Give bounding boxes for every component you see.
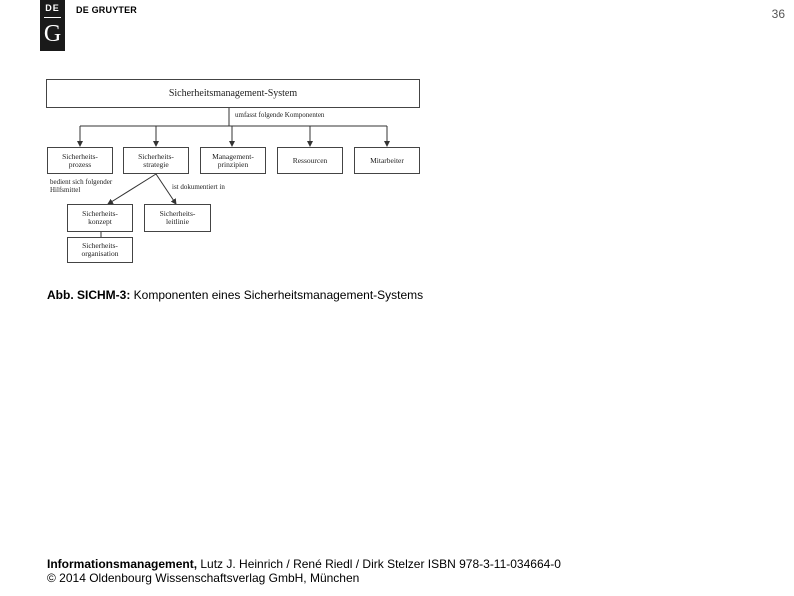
sub-box-konzept: Sicherheits-konzept (67, 204, 133, 232)
root-box: Sicherheitsmanagement-System (46, 79, 420, 108)
caption-label: Abb. SICHM-3: (47, 288, 131, 302)
component-box-4: Ressourcen (277, 147, 343, 174)
component-4-line-1: Ressourcen (292, 155, 328, 165)
footer-authors: Lutz J. Heinrich / René Riedl / Dirk Ste… (197, 557, 561, 571)
component-1-line-1: Sicherheits- (62, 151, 98, 161)
component-2-line-1: Sicherheits- (138, 151, 174, 161)
logo-bottom-text: G (43, 21, 62, 47)
logo-divider (44, 17, 61, 18)
root-label: Sicherheitsmanagement-System (168, 87, 298, 99)
component-box-1: Sicherheits-prozess (47, 147, 113, 174)
logo-top-text: DE (45, 3, 60, 13)
footer-title: Informationsmanagement, (47, 557, 198, 571)
component-box-5: Mitarbeiter (354, 147, 420, 174)
figure-caption: Abb. SICHM-3: Komponenten eines Sicherhe… (47, 288, 423, 302)
arrow-to-konzept (107, 173, 157, 205)
component-5-line-1: Mitarbeiter (370, 155, 404, 165)
publisher-name: DE GRUYTER (76, 5, 138, 15)
leitlinie-line-1: Sicherheits- (159, 209, 196, 218)
de-gruyter-logo: DE G (40, 0, 65, 51)
footer-citation: Informationsmanagement, Lutz J. Heinrich… (47, 557, 561, 571)
diagram-connectors (77, 107, 390, 237)
leitlinie-line-2: leitlinie (166, 217, 189, 226)
root-edge-label: umfasst folgende Komponenten (235, 111, 325, 119)
organisation-line-1: Sicherheits- (82, 241, 118, 250)
component-1-line-2: prozess (68, 159, 92, 169)
right-edge-label: ist dokumentiert in (172, 183, 225, 191)
sub-box-leitlinie: Sicherheits-leitlinie (144, 204, 211, 232)
konzept-line-1: Sicherheits- (82, 209, 118, 218)
page-number: 36 (771, 7, 785, 21)
component-box-2: Sicherheits-strategie (123, 147, 189, 174)
sub-box-organisation: Sicherheits-organisation (67, 237, 133, 263)
component-3-line-2: prinzipien (217, 159, 249, 169)
footer-copyright: © 2014 Oldenbourg Wissenschaftsverlag Gm… (47, 571, 360, 585)
component-2-line-2: strategie (143, 159, 169, 169)
arrow-to-leitlinie (155, 173, 177, 205)
caption-text: Komponenten eines Sicherheitsmanagement-… (130, 288, 424, 302)
diagram: Sicherheitsmanagement-System umfasst fol… (40, 76, 420, 266)
konzept-line-2: konzept (88, 217, 112, 226)
component-3-line-1: Management- (212, 151, 254, 161)
footer: Informationsmanagement, Lutz J. Heinrich… (47, 557, 561, 585)
organisation-line-2: organisation (81, 249, 119, 258)
left-edge-label-line-2: Hilfsmittel (50, 185, 81, 194)
component-box-3: Management-prinzipien (200, 147, 266, 174)
left-edge-label-line-1: bedient sich folgender (50, 178, 113, 186)
